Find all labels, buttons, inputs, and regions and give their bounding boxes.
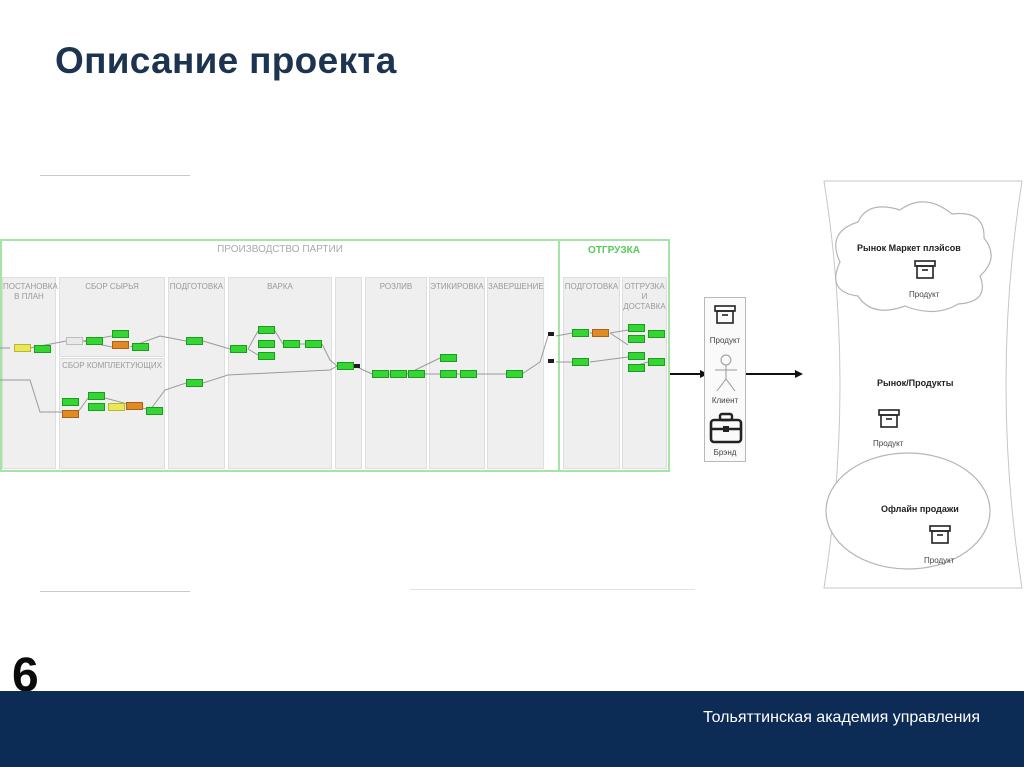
process-node[interactable] bbox=[460, 370, 477, 378]
process-node[interactable] bbox=[108, 403, 125, 411]
process-node[interactable] bbox=[572, 358, 589, 366]
process-node[interactable] bbox=[258, 340, 275, 348]
actor-client-label: Клиент bbox=[711, 396, 739, 405]
products-market-label: Рынок/Продукты bbox=[877, 378, 954, 388]
process-node[interactable] bbox=[112, 330, 129, 338]
process-node[interactable] bbox=[572, 329, 589, 337]
process-node[interactable] bbox=[628, 352, 645, 360]
process-node[interactable] bbox=[34, 345, 51, 353]
process-node[interactable] bbox=[66, 337, 83, 345]
products-market-product-label: Продукт bbox=[873, 439, 904, 448]
process-node[interactable] bbox=[390, 370, 407, 378]
process-node[interactable] bbox=[62, 410, 79, 418]
process-node[interactable] bbox=[14, 344, 31, 352]
lane-ship-prep: ПОДГОТОВКА bbox=[563, 277, 620, 469]
process-node[interactable] bbox=[628, 324, 645, 332]
production-group-title: ПРОИЗВОДСТВО ПАРТИИ bbox=[217, 244, 343, 255]
process-node[interactable] bbox=[88, 403, 105, 411]
offline-product-label: Продукт bbox=[924, 556, 955, 565]
product-box-icon bbox=[714, 305, 736, 324]
actor-product-label: Продукт bbox=[709, 336, 741, 345]
process-node[interactable] bbox=[628, 364, 645, 372]
offline-label: Офлайн продажи bbox=[881, 504, 959, 514]
product-box-icon bbox=[878, 409, 900, 428]
process-node[interactable] bbox=[126, 402, 143, 410]
process-node[interactable] bbox=[146, 407, 163, 415]
marketplace-product-label: Продукт bbox=[909, 290, 940, 299]
process-node[interactable] bbox=[592, 329, 609, 337]
shipping-group-title: ОТГРУЗКА bbox=[588, 245, 640, 256]
actor-brand-label: Брэнд bbox=[713, 448, 737, 457]
process-node[interactable] bbox=[258, 352, 275, 360]
actor-panel: Продукт Клиент Брэнд bbox=[704, 297, 746, 462]
client-person-icon bbox=[715, 354, 737, 392]
process-node[interactable] bbox=[440, 354, 457, 362]
divider-line bbox=[410, 589, 695, 590]
briefcase-icon bbox=[709, 412, 743, 444]
divider-line bbox=[40, 175, 190, 176]
process-node[interactable] bbox=[62, 398, 79, 406]
process-node[interactable] bbox=[186, 379, 203, 387]
process-node[interactable] bbox=[230, 345, 247, 353]
process-node[interactable] bbox=[648, 358, 665, 366]
process-node[interactable] bbox=[337, 362, 354, 370]
process-node[interactable] bbox=[506, 370, 523, 378]
process-node[interactable] bbox=[372, 370, 389, 378]
marketplace-label: Рынок Маркет плэйсов bbox=[857, 243, 961, 253]
product-box-icon bbox=[929, 525, 951, 544]
process-node[interactable] bbox=[283, 340, 300, 348]
process-node[interactable] bbox=[132, 343, 149, 351]
process-node[interactable] bbox=[86, 337, 103, 345]
process-node[interactable] bbox=[408, 370, 425, 378]
lane-delivery: ОТГРУЗКА И ДОСТАВКА bbox=[622, 277, 667, 469]
slide-title: Описание проекта bbox=[55, 40, 397, 81]
process-node[interactable] bbox=[648, 330, 665, 338]
process-node[interactable] bbox=[112, 341, 129, 349]
product-box-icon bbox=[914, 260, 936, 279]
divider-line bbox=[40, 591, 190, 592]
process-node[interactable] bbox=[440, 370, 457, 378]
process-node[interactable] bbox=[258, 326, 275, 334]
process-node[interactable] bbox=[628, 335, 645, 343]
process-node[interactable] bbox=[305, 340, 322, 348]
process-node[interactable] bbox=[88, 392, 105, 400]
lane-planning: ПОСТАНОВКА В ПЛАН bbox=[2, 277, 58, 469]
footer-bar: Тольяттинская академия управления bbox=[0, 691, 1024, 767]
footer-organization: Тольяттинская академия управления bbox=[703, 709, 980, 726]
process-node[interactable] bbox=[186, 337, 203, 345]
